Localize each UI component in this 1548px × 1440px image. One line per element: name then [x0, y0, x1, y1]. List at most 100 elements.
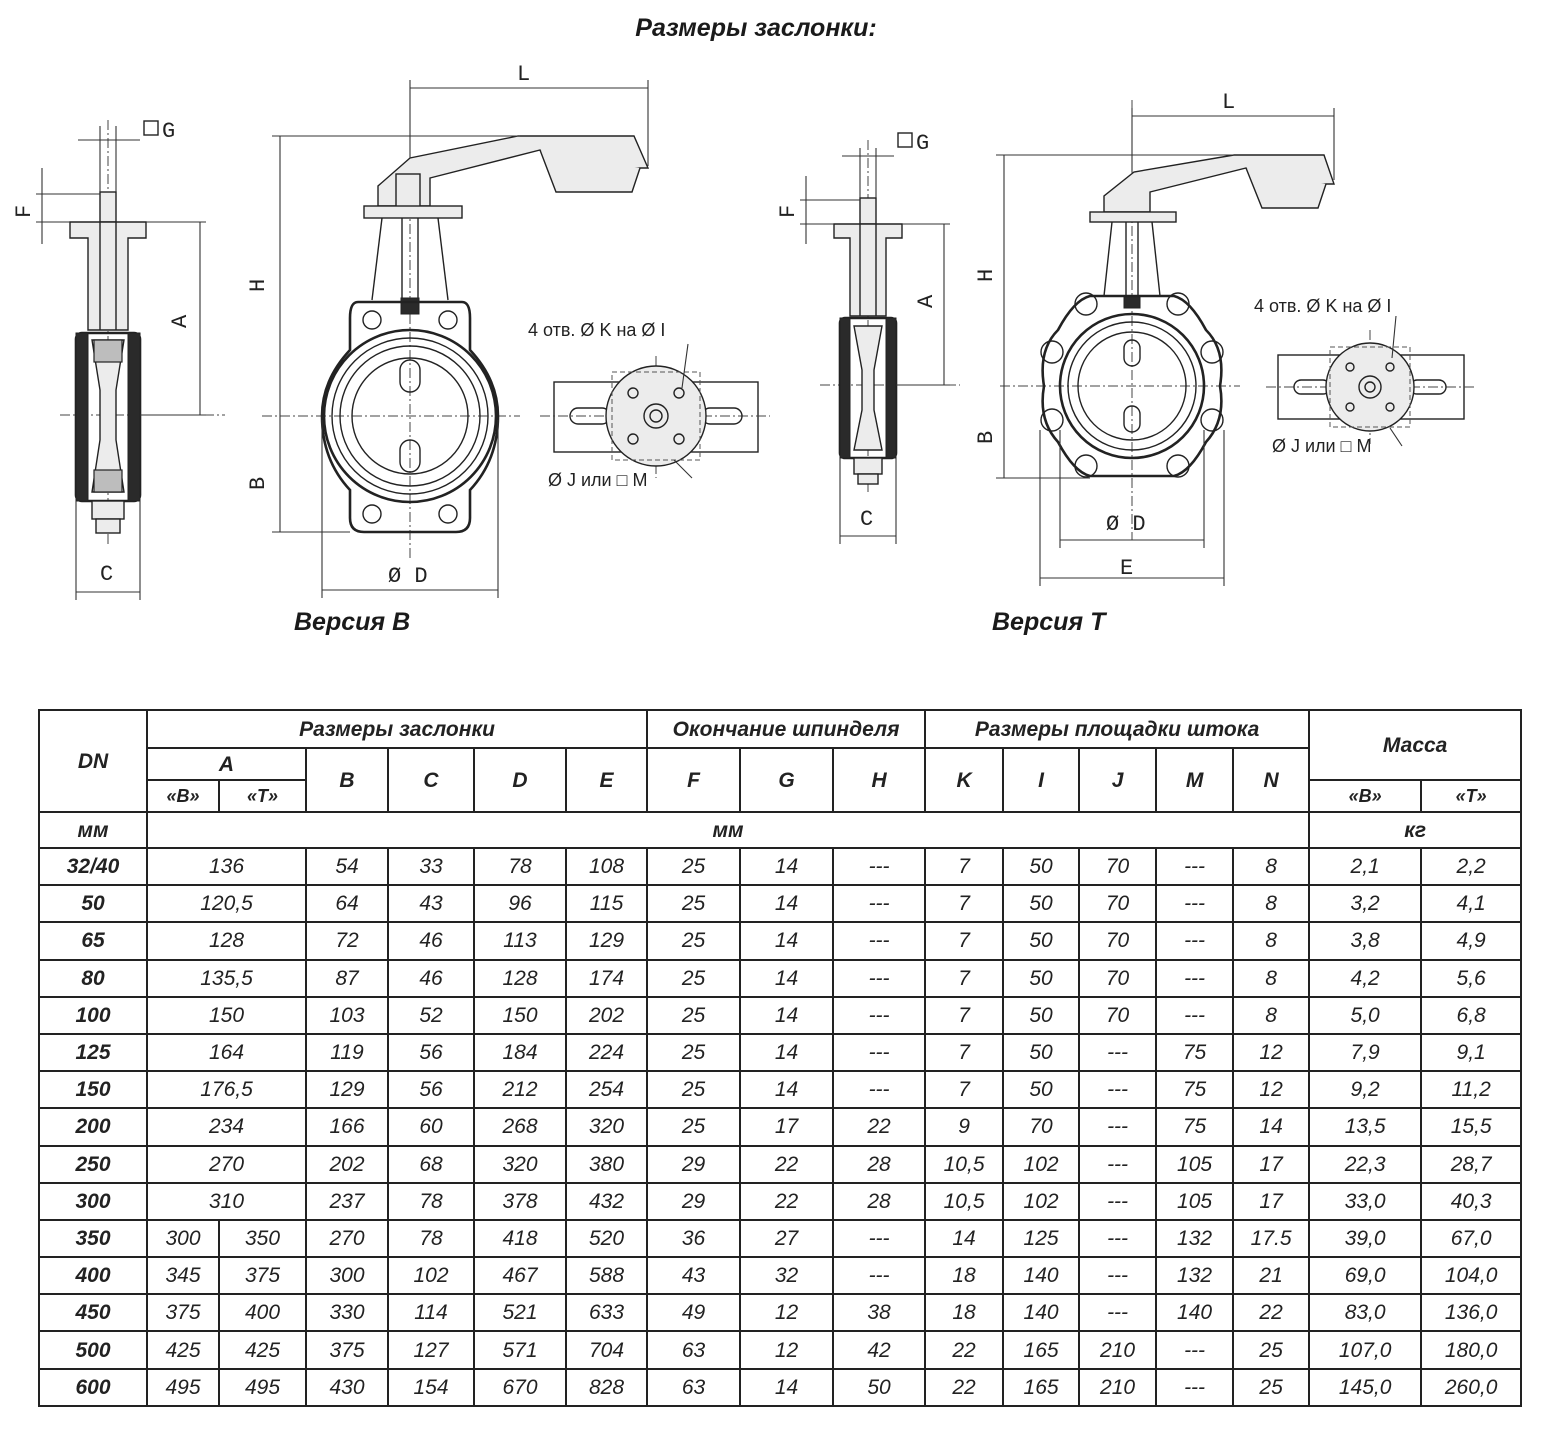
cell-f: 25 — [646, 995, 742, 1035]
cell-c: 78 — [387, 1181, 475, 1221]
header-spindle: Окончание шпинделя — [646, 709, 927, 749]
header-col-m: M — [1155, 747, 1235, 813]
cell-d: 113 — [473, 921, 567, 961]
cell-b: 237 — [305, 1181, 389, 1221]
cell-e: 432 — [564, 1181, 649, 1221]
cell-dn: 400 — [38, 1256, 148, 1296]
dim-label-d-b: Ø D — [388, 564, 428, 589]
cell-h: 28 — [832, 1181, 927, 1221]
dim-label-e-t: E — [1120, 556, 1133, 581]
stem-note-t: Ø J или □ M — [1272, 436, 1371, 456]
header-col-i: I — [1002, 747, 1081, 813]
dim-label-f-t: F — [776, 205, 801, 218]
cell-k: 7 — [924, 958, 1005, 998]
dim-label-c-t: C — [860, 507, 873, 532]
cell-mass-b: 2,1 — [1308, 846, 1423, 887]
cell-n: 25 — [1232, 1330, 1311, 1370]
cell-a: 128 — [146, 921, 307, 961]
cell-b: 103 — [305, 995, 389, 1035]
dim-label-h-t: H — [974, 269, 999, 282]
cell-j: 210 — [1078, 1367, 1158, 1408]
cell-mass-b: 7,9 — [1308, 1032, 1423, 1073]
cell-g: 27 — [739, 1218, 835, 1259]
cell-g: 12 — [739, 1330, 835, 1370]
cell-i: 50 — [1002, 921, 1081, 961]
cell-m: 105 — [1155, 1181, 1235, 1221]
cell-dn: 150 — [38, 1070, 148, 1110]
cell-m: --- — [1155, 921, 1235, 961]
dim-label-g: G — [162, 119, 175, 144]
cell-a-version-t: 400 — [218, 1293, 307, 1333]
cell-b: 202 — [305, 1144, 389, 1184]
cell-g: 12 — [739, 1293, 835, 1333]
cell-c: 102 — [387, 1256, 475, 1296]
cell-k: 7 — [924, 884, 1005, 924]
cell-f: 25 — [646, 1107, 742, 1147]
cell-n: 12 — [1232, 1070, 1311, 1110]
cell-mass-b: 145,0 — [1308, 1367, 1423, 1408]
cell-b: 300 — [305, 1256, 389, 1296]
cell-a: 120,5 — [146, 884, 307, 924]
cell-mass-t: 5,6 — [1420, 958, 1523, 998]
cell-c: 46 — [387, 921, 475, 961]
cell-a: 270 — [146, 1144, 307, 1184]
cell-b: 54 — [305, 846, 389, 887]
cell-dn: 50 — [38, 884, 148, 924]
cell-dn: 100 — [38, 995, 148, 1035]
dim-label-g-t: G — [916, 131, 929, 156]
page-title: Размеры заслонки: — [635, 14, 877, 42]
cell-h: --- — [832, 921, 927, 961]
cell-m: --- — [1155, 1330, 1235, 1370]
cell-i: 50 — [1002, 884, 1081, 924]
cell-e: 108 — [564, 846, 649, 887]
cell-c: 56 — [387, 1032, 475, 1073]
unit-dn: мм — [38, 811, 148, 849]
cell-j: 70 — [1078, 884, 1158, 924]
cell-h: 28 — [832, 1144, 927, 1184]
cell-m: 75 — [1155, 1070, 1235, 1110]
dim-label-a-t: A — [914, 294, 939, 308]
cell-k: 7 — [924, 921, 1005, 961]
cell-h: --- — [832, 995, 927, 1035]
dimensions-table: DN Размеры заслонки Окончание шпинделя Р… — [38, 709, 1523, 1408]
version-b-label: Версия B — [294, 608, 411, 636]
cell-b: 375 — [305, 1330, 389, 1370]
unit-mass: кг — [1308, 811, 1523, 849]
cell-f: 25 — [646, 1070, 742, 1110]
cell-m: --- — [1155, 958, 1235, 998]
cell-k: 7 — [924, 995, 1005, 1035]
cell-d: 128 — [473, 958, 567, 998]
cell-a: 136 — [146, 846, 307, 887]
header-col-c: C — [387, 747, 475, 813]
cell-mass-t: 136,0 — [1420, 1293, 1523, 1333]
cell-mass-t: 4,1 — [1420, 884, 1523, 924]
technical-drawing: G F A C — [12, 62, 1476, 600]
cell-n: 12 — [1232, 1032, 1311, 1073]
front-view-t: L H B Ø D E — [974, 90, 1335, 586]
cell-h: --- — [832, 958, 927, 998]
cell-f: 25 — [646, 846, 742, 887]
cell-mass-t: 4,9 — [1420, 921, 1523, 961]
header-valve-dims: Размеры заслонки — [145, 709, 649, 749]
cell-b: 330 — [305, 1293, 389, 1333]
cell-f: 25 — [646, 921, 742, 961]
cell-mass-t: 11,2 — [1420, 1070, 1523, 1110]
cell-mass-t: 180,0 — [1420, 1330, 1523, 1370]
cell-mass-b: 3,2 — [1308, 884, 1423, 924]
header-a-version-t: «T» — [218, 779, 307, 813]
cell-g: 14 — [739, 884, 835, 924]
cell-b: 72 — [305, 921, 389, 961]
cell-a: 150 — [146, 995, 307, 1035]
cell-e: 588 — [564, 1256, 649, 1296]
header-col-n: N — [1232, 747, 1311, 813]
cell-e: 174 — [564, 958, 649, 998]
cell-d: 418 — [473, 1218, 567, 1259]
cell-b: 430 — [305, 1367, 389, 1408]
cell-a-version-t: 350 — [218, 1218, 307, 1259]
